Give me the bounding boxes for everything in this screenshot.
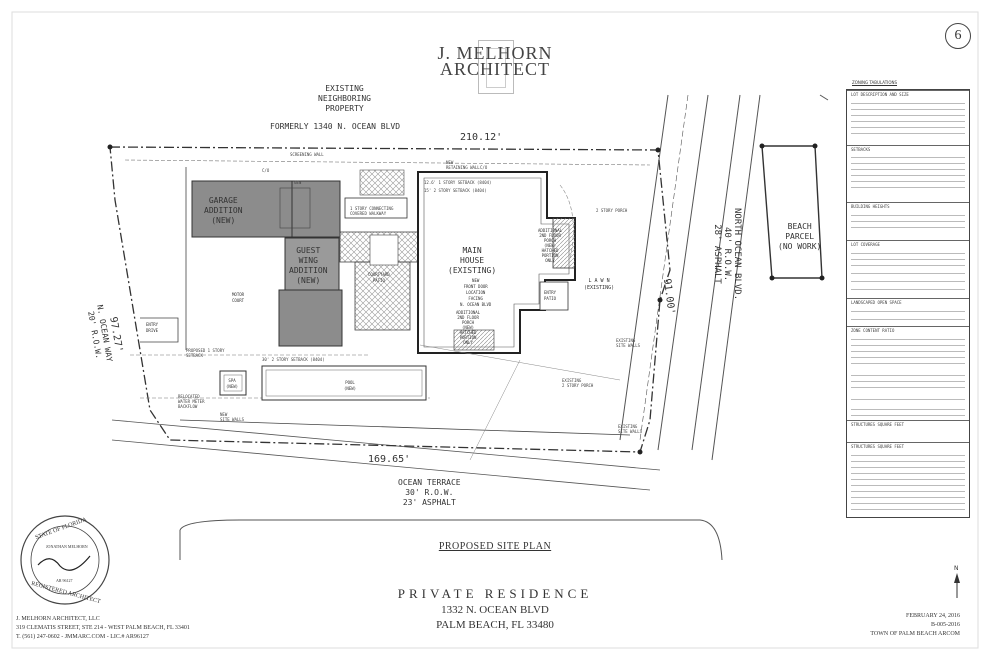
beach-parcel-label: BEACH PARCEL (NO WORK): [778, 222, 822, 251]
existing-site-walls-label-1: EXISTING SITE WALLS: [616, 338, 641, 348]
existing-porch-label: EXISTING 2 STORY PORCH: [562, 378, 594, 388]
zoning-section-3: BUILDING HEIGHTS: [851, 204, 890, 209]
project-name: PRIVATE RESIDENCE: [397, 586, 593, 601]
proposed-setback-label: PROPOSED 1 STORY SETBACK: [186, 348, 225, 358]
north-arrow-icon: [954, 573, 960, 598]
entry-drive-label: ENTRY DRIVE: [146, 322, 159, 333]
driveway-curve: [179, 519, 723, 561]
property-line: [109, 146, 671, 453]
firm-contact: T. (561) 247-0602 - JMMARC.COM - LIC.# A…: [16, 634, 149, 640]
ocean-terrace-label: OCEAN TERRACE 30' R.O.W. 23' ASPHALT: [398, 478, 461, 507]
co-label-1: C/O: [262, 168, 270, 173]
entry-patio-label: ENTRY PATIO: [544, 290, 557, 301]
firm-logo-mark-inner: [486, 48, 506, 88]
firm-logo-subtitle: ARCHITECT: [440, 59, 550, 79]
lawn-label: L A W N (EXISTING): [584, 278, 615, 291]
spa-label: SPA (NEW): [226, 378, 239, 389]
guest-wing-addition: [278, 289, 343, 347]
north-ocean-blvd-label: NORTH OCEAN BLVD. 40' R.O.W. 28' ASPHALT: [712, 208, 742, 301]
existing-neighboring-label: EXISTING NEIGHBORING PROPERTY: [318, 84, 371, 113]
guest-wing-label: GUEST WING ADDITION (NEW): [289, 246, 328, 285]
firm-name: J. MELHORN ARCHITECT, LLC: [16, 616, 100, 622]
zoning-section-8: STRUCTURES SQUARE FEET: [851, 444, 904, 449]
north-arrow-label: N: [954, 565, 959, 572]
project-city: PALM BEACH, FL 33480: [436, 619, 554, 631]
seal-name: JONATHAN MELHORN: [46, 544, 88, 549]
zoning-section-6: ZONE CONTENT RATIO: [851, 328, 895, 333]
new-front-door-label: NEW FRONT DOOR LOCATION FACING N. OCEAN …: [460, 278, 492, 307]
screening-wall-label: SCREENING WALL: [290, 152, 324, 157]
firm-info-block: J. MELHORN ARCHITECT, LLC 319 CLEMATIS S…: [16, 615, 190, 642]
firm-logo-mark: [478, 40, 514, 94]
formerly-label: FORMERLY 1340 N. OCEAN BLVD: [270, 122, 401, 131]
motor-court-label: MOTOR COURT: [232, 292, 245, 303]
agency: TOWN OF PALM BEACH ARCOM: [870, 631, 960, 637]
two-story-porch-label: 2 STORY PORCH: [596, 208, 628, 213]
project-number: B-005-2016: [931, 622, 960, 628]
south-dimension: 169.65': [368, 454, 411, 465]
date-block: FEBRUARY 24, 2016 B-005-2016 TOWN OF PAL…: [870, 612, 960, 639]
seal-license: AR 96127: [56, 578, 73, 583]
porch-bottom-label: ADDITIONAL 2ND FLOOR PORCH (NEW) HATCHED…: [456, 310, 481, 345]
garage-addition-label: GARAGE ADDITION (NEW): [204, 196, 243, 225]
zoning-section-4: LOT COVERAGE: [851, 242, 880, 247]
road-edge-line: [619, 94, 669, 441]
covered-walkway: [344, 197, 408, 219]
gen-label: GEN: [294, 180, 302, 185]
retaining-wall-label: NEW RETAINING WALL: [446, 160, 480, 170]
north-dimension: 210.12': [460, 132, 503, 143]
setback-top1-label: 12.6' 1 STORY SETBACK (8404): [424, 180, 492, 185]
sheet-number: 6: [945, 23, 971, 49]
firm-address: 319 CLEMATIS STREET, STE 214 - WEST PALM…: [16, 625, 190, 631]
architect-seal: [20, 515, 110, 605]
water-meter-label: RELOCATED WATER METER BACKFLOW: [178, 394, 205, 409]
plan-title: PROPOSED SITE PLAN: [438, 541, 552, 552]
beach-parcel: [761, 145, 823, 279]
setback-top2-label: 15' 2 STORY SETBACK (8404): [424, 188, 487, 193]
zoning-tabulation-table: LOT DESCRIPTION AND SIZE SETBACKS BUILDI…: [846, 89, 970, 518]
zoning-section-7: STRUCTURES SQUARE FEET: [851, 422, 904, 427]
setback-30-label: 30' 2 STORY SETBACK (8404): [262, 357, 325, 362]
co-label-2: C/O: [480, 165, 488, 170]
existing-site-walls-label-2: EXISTING SITE WALLS: [618, 424, 643, 434]
zoning-section-1: LOT DESCRIPTION AND SIZE: [851, 92, 909, 97]
walkway-label: 1 STORY CONNECTING COVERED WALKWAY: [350, 206, 394, 216]
porch-hatch-bottom: [453, 329, 495, 351]
drawing-date: FEBRUARY 24, 2016: [906, 613, 960, 619]
firm-logo-name: J. MELHORN: [437, 43, 553, 63]
courtyard-label: COURTYARD PATIO: [368, 272, 390, 283]
project-address: 1332 N. OCEAN BLVD: [441, 604, 549, 616]
zoning-table-title: ZONING TABULATIONS: [852, 80, 898, 85]
porch-top-label: ADDITIONAL 2ND FLOOR PORCH (NEW) HATCHED…: [538, 228, 563, 263]
pool: [261, 365, 427, 401]
new-site-walls-label: NEW SITE WALLS: [220, 412, 245, 422]
zoning-section-2: SETBACKS: [851, 147, 871, 152]
main-house-label: MAIN HOUSE (EXISTING): [448, 246, 497, 275]
porch-hatch-top: [552, 217, 576, 269]
pool-label: POOL (NEW): [344, 380, 357, 391]
zoning-section-5: LANDSCAPED OPEN SPACE: [851, 300, 902, 305]
main-house: [417, 171, 576, 354]
